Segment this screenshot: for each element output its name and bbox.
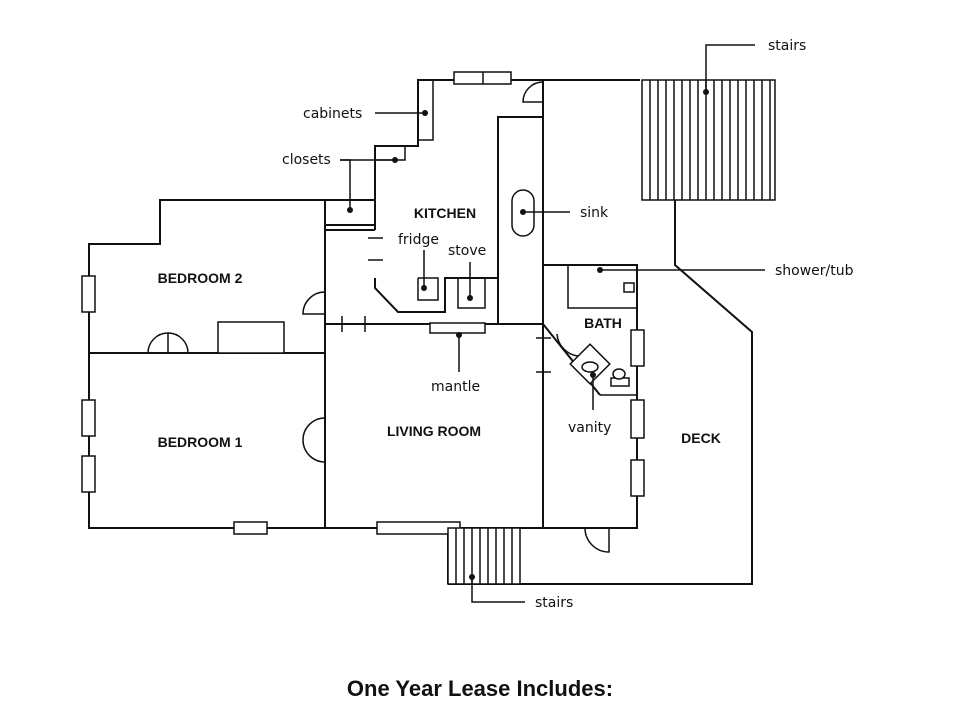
stair-outline [447, 527, 521, 585]
callout-mantle: mantle [431, 379, 480, 395]
stair-outline [641, 79, 776, 201]
room-label-kitchen: KITCHEN [414, 205, 476, 221]
room-label-deck: DECK [681, 430, 721, 446]
callout-stairs-top: stairs [768, 38, 806, 54]
room-label-bath: BATH [584, 315, 622, 331]
windows [81, 71, 645, 535]
stairs-bottom [447, 527, 521, 585]
callout-leaders [340, 44, 765, 603]
room-label-bedroom1: BEDROOM 1 [158, 434, 243, 450]
room-label-living-room: LIVING ROOM [387, 423, 481, 439]
callout-closets: closets [282, 152, 331, 168]
callout-stairs-bottom: stairs [535, 595, 573, 611]
callout-vanity: vanity [568, 420, 611, 436]
lease-caption: One Year Lease Includes: [346, 676, 614, 701]
callout-sink: sink [580, 205, 609, 221]
fixtures [511, 189, 635, 387]
doors [147, 81, 610, 553]
callout-stove: stove [448, 243, 486, 259]
callout-cabinets: cabinets [303, 106, 362, 122]
floor-plan: BEDROOM 2 BEDROOM 1 KITCHEN LIVING ROOM … [81, 38, 854, 611]
stairs-top [641, 79, 776, 201]
room-label-bedroom2: BEDROOM 2 [158, 270, 243, 286]
callout-shower-tub: shower/tub [775, 263, 854, 279]
callout-fridge: fridge [398, 232, 439, 248]
